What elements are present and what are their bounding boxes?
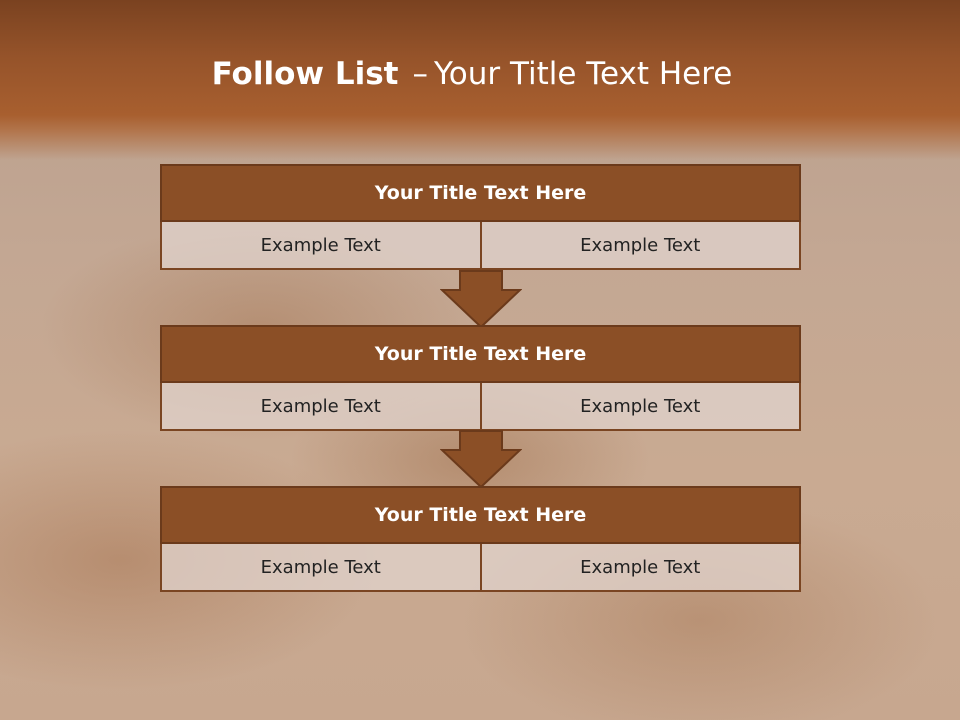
list-block-2: Your Title Text Here Example Text Exampl… bbox=[160, 325, 801, 431]
list-block-3: Your Title Text Here Example Text Exampl… bbox=[160, 486, 801, 592]
block-row: Example Text Example Text bbox=[160, 222, 801, 270]
block-title: Your Title Text Here bbox=[160, 486, 801, 544]
block-cell-left: Example Text bbox=[160, 544, 482, 592]
block-row: Example Text Example Text bbox=[160, 544, 801, 592]
block-cell-left: Example Text bbox=[160, 383, 482, 431]
title-dash: – bbox=[412, 56, 428, 92]
block-cell-right: Example Text bbox=[481, 544, 801, 592]
title-rest: Your Title Text Here bbox=[433, 56, 733, 92]
title-band bbox=[0, 0, 960, 160]
block-title: Your Title Text Here bbox=[160, 164, 801, 222]
block-cell-right: Example Text bbox=[481, 383, 801, 431]
block-title: Your Title Text Here bbox=[160, 325, 801, 383]
block-row: Example Text Example Text bbox=[160, 383, 801, 431]
down-arrow-icon bbox=[440, 270, 522, 329]
slide-title: Follow List–Your Title Text Here bbox=[0, 56, 944, 92]
block-cell-left: Example Text bbox=[160, 222, 482, 270]
title-bold: Follow List bbox=[211, 56, 399, 92]
list-block-1: Your Title Text Here Example Text Exampl… bbox=[160, 164, 801, 270]
block-cell-right: Example Text bbox=[481, 222, 801, 270]
down-arrow-icon bbox=[440, 430, 522, 489]
